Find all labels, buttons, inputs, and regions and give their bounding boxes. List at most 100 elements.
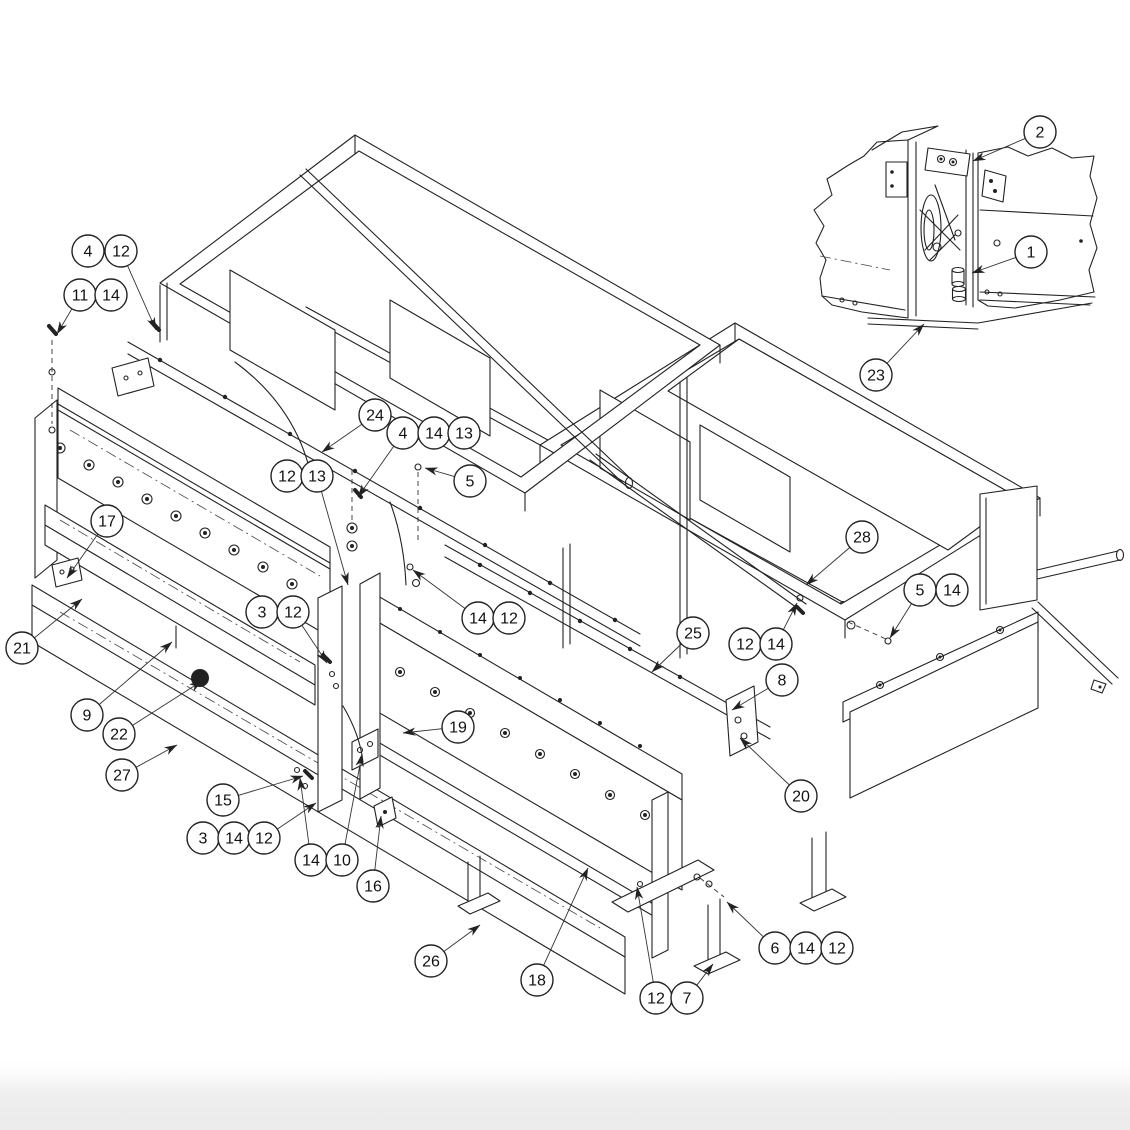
- leader-line-12: [277, 802, 317, 830]
- balloon-number: 6: [771, 941, 780, 958]
- callout-balloon-4: 4: [386, 416, 420, 450]
- callout-balloon-12: 12: [276, 595, 310, 629]
- balloon-circle: [356, 869, 390, 903]
- balloon-number: 16: [364, 879, 382, 896]
- callout-balloon-13: 13: [447, 416, 481, 450]
- balloon-number: 24: [366, 408, 384, 425]
- leader-line-1: [971, 256, 1017, 274]
- leader-line-16: [374, 815, 384, 871]
- leader-line-2: [972, 137, 1026, 162]
- callout-balloon-12: 12: [270, 459, 304, 493]
- balloon-number: 14: [797, 941, 815, 958]
- balloon-number: 12: [647, 991, 665, 1008]
- balloon-number: 12: [828, 941, 846, 958]
- leader-line-20: [739, 737, 790, 786]
- callout-balloon-19: 19: [441, 710, 475, 744]
- leader-line-12: [634, 886, 654, 983]
- callout-balloon-14: 14: [759, 627, 793, 661]
- balloon-circle: [90, 504, 124, 538]
- balloon-number: 19: [449, 720, 467, 737]
- balloon-number: 17: [98, 514, 116, 531]
- leader-line-23: [886, 323, 925, 364]
- balloon-number: 18: [528, 973, 546, 990]
- balloon-circle: [784, 779, 818, 813]
- callout-balloon-14: 14: [217, 821, 251, 855]
- leader-line-14: [782, 602, 798, 631]
- callout-balloon-21: 21: [5, 631, 39, 665]
- balloon-number: 14: [469, 611, 487, 628]
- balloon-circle: [520, 963, 554, 997]
- callout-balloon-15: 15: [206, 783, 240, 817]
- balloon-circle: [845, 520, 879, 554]
- balloon-number: 14: [102, 288, 120, 305]
- leader-line-27: [135, 744, 178, 768]
- callout-balloon-3: 3: [245, 595, 279, 629]
- balloon-circle: [935, 573, 969, 607]
- callout-balloon-12: 12: [492, 601, 526, 635]
- callout-balloon-5: 5: [453, 464, 487, 498]
- balloon-circle: [820, 931, 854, 965]
- balloon-number: 11: [72, 288, 89, 305]
- callout-balloon-28: 28: [845, 520, 879, 554]
- balloon-circle: [71, 234, 105, 268]
- leader-line-15: [238, 775, 304, 796]
- balloon-circle: [94, 278, 128, 312]
- callout-balloon-1: 1: [1014, 235, 1048, 269]
- callout-balloon-22: 22: [102, 717, 136, 751]
- leader-line-7: [696, 963, 714, 986]
- leader-line-17: [66, 533, 99, 579]
- balloon-number: 13: [308, 469, 326, 486]
- callout-balloon-12: 12: [639, 981, 673, 1015]
- callout-balloon-2: 2: [1023, 115, 1057, 149]
- callout-balloon-12: 12: [247, 821, 281, 855]
- leader-line-5: [889, 603, 912, 639]
- balloon-circle: [105, 758, 139, 792]
- reference-dot: [191, 669, 209, 687]
- callout-balloon-14: 14: [94, 278, 128, 312]
- bolt-row-right-wall: [394, 666, 651, 821]
- balloon-circle: [104, 234, 138, 268]
- balloon-number: 23: [867, 368, 885, 385]
- callout-balloon-14: 14: [417, 416, 451, 450]
- balloon-circle: [247, 821, 281, 855]
- callout-balloon-8: 8: [765, 663, 799, 697]
- balloon-number: 12: [278, 469, 296, 486]
- balloon-circle: [414, 944, 448, 978]
- leader-line-8: [731, 687, 769, 711]
- balloon-circle: [676, 616, 710, 650]
- balloon-number: 21: [13, 641, 31, 658]
- balloon-number: 14: [225, 831, 243, 848]
- callout-balloon-18: 18: [520, 963, 554, 997]
- balloon-number: 10: [333, 853, 351, 870]
- balloon-circle: [447, 416, 481, 450]
- callout-balloon-10: 10: [325, 843, 359, 877]
- balloon-number: 27: [113, 768, 131, 785]
- page-bottom-shade: [0, 1055, 1130, 1130]
- balloon-number: 2: [1036, 125, 1045, 142]
- callout-balloon-12: 12: [104, 234, 138, 268]
- balloon-number: 7: [683, 991, 692, 1008]
- left-hopper-unit: [31, 134, 721, 995]
- balloon-number: 14: [425, 426, 443, 443]
- leader-line-26: [443, 924, 481, 952]
- leader-line-12: [127, 265, 157, 331]
- leader-line-18: [543, 867, 589, 966]
- callout-balloon-12: 12: [728, 627, 762, 661]
- callout-balloon-14: 14: [935, 573, 969, 607]
- balloon-circle: [276, 595, 310, 629]
- callout-balloon-3: 3: [186, 821, 220, 855]
- leader-line-25: [651, 643, 682, 673]
- balloon-number: 15: [214, 793, 232, 810]
- balloon-number: 25: [684, 626, 702, 643]
- balloon-circle: [1023, 115, 1057, 149]
- leader-line-19: [402, 727, 443, 736]
- leader-line-13: [320, 491, 349, 586]
- leader-line-4: [357, 445, 395, 498]
- callout-balloon-4: 4: [71, 234, 105, 268]
- balloon-number: 1: [1027, 245, 1036, 262]
- balloon-circle: [70, 698, 104, 732]
- leader-line-14: [297, 777, 310, 845]
- callout-balloon-24: 24: [358, 398, 392, 432]
- callout-balloon-26: 26: [414, 944, 448, 978]
- balloon-number: 26: [422, 954, 440, 971]
